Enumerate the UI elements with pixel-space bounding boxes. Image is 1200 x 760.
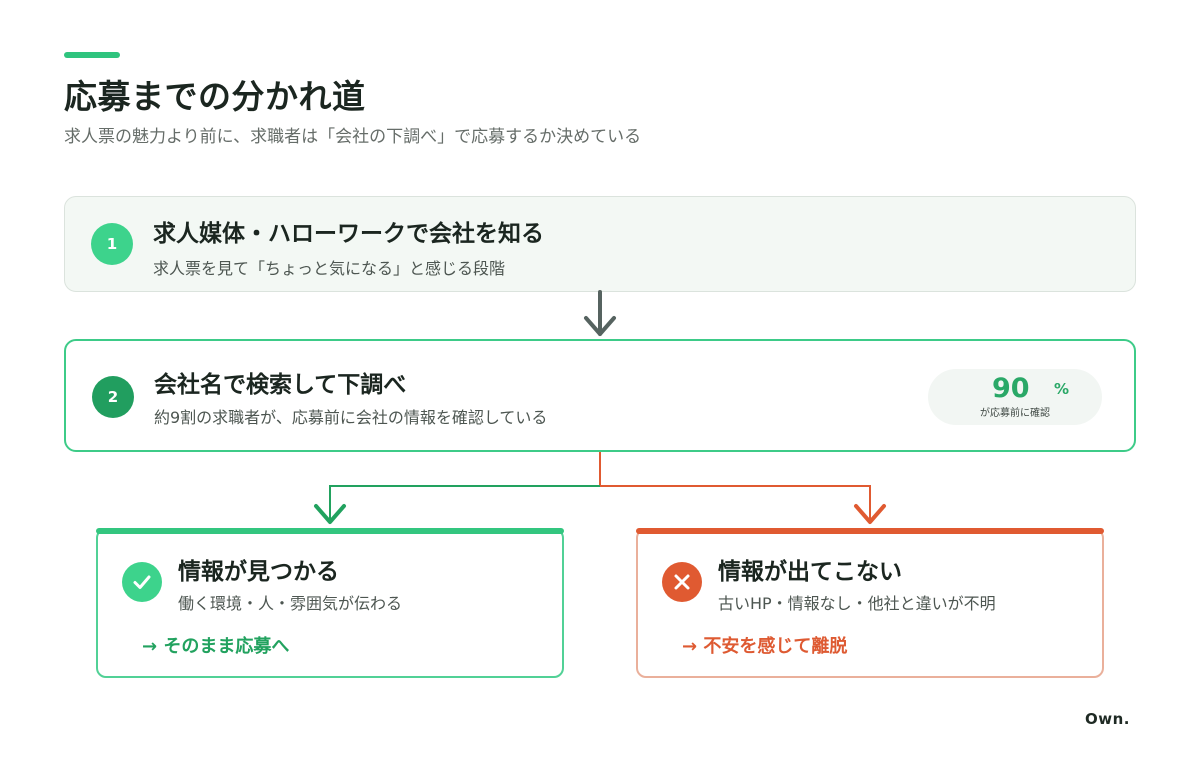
branch-left-arrow-icon <box>314 485 600 524</box>
branch-negative-top-bar <box>636 528 1104 534</box>
stat-label: が応募前に確認 <box>980 408 1050 419</box>
branch-negative-result: → 不安を感じて離脱 <box>682 636 848 657</box>
step-1-number-badge: 1 <box>91 223 133 265</box>
stat-pill: 90 % が応募前に確認 <box>928 369 1102 425</box>
branch-negative-card: 情報が出てこない 古いHP・情報なし・他社と違いが不明 → 不安を感じて離脱 <box>636 528 1104 678</box>
step-2-card: 2 会社名で検索して下調べ 約9割の求職者が、応募前に会社の情報を確認している … <box>64 339 1136 452</box>
branch-positive-title: 情報が見つかる <box>178 559 339 585</box>
page-subtitle: 求人票の魅力より前に、求職者は「会社の下調べ」で応募するか決めている <box>64 127 642 147</box>
step-2-number-badge: 2 <box>92 376 134 418</box>
branch-positive-top-bar <box>96 528 564 534</box>
step-1-title: 求人媒体・ハローワークで会社を知る <box>153 221 544 247</box>
branch-negative-description: 古いHP・情報なし・他社と違いが不明 <box>718 594 996 613</box>
step-1-description: 求人票を見て「ちょっと気になる」と感じる段階 <box>153 259 506 278</box>
stat-value: 90 <box>992 373 1030 404</box>
down-arrow-icon <box>584 290 616 336</box>
step-2-description: 約9割の求職者が、応募前に会社の情報を確認している <box>154 408 548 427</box>
step-1-card: 1 求人媒体・ハローワークで会社を知る 求人票を見て「ちょっと気になる」と感じる… <box>64 196 1136 292</box>
stat-unit: % <box>1054 380 1070 398</box>
branch-positive-description: 働く環境・人・雰囲気が伝わる <box>178 594 403 613</box>
branch-right-arrow-icon <box>600 485 886 524</box>
branch-positive-card: 情報が見つかる 働く環境・人・雰囲気が伝わる → そのまま応募へ <box>96 528 564 678</box>
step-2-title: 会社名で検索して下調べ <box>154 372 407 398</box>
check-circle-icon <box>122 562 162 602</box>
branch-negative-title: 情報が出てこない <box>718 559 902 585</box>
branch-positive-result: → そのまま応募へ <box>142 636 290 657</box>
page-title: 応募までの分かれ道 <box>64 77 366 116</box>
brand-logo: Own. <box>1085 710 1130 728</box>
title-accent-bar <box>64 52 120 58</box>
cross-circle-icon <box>662 562 702 602</box>
